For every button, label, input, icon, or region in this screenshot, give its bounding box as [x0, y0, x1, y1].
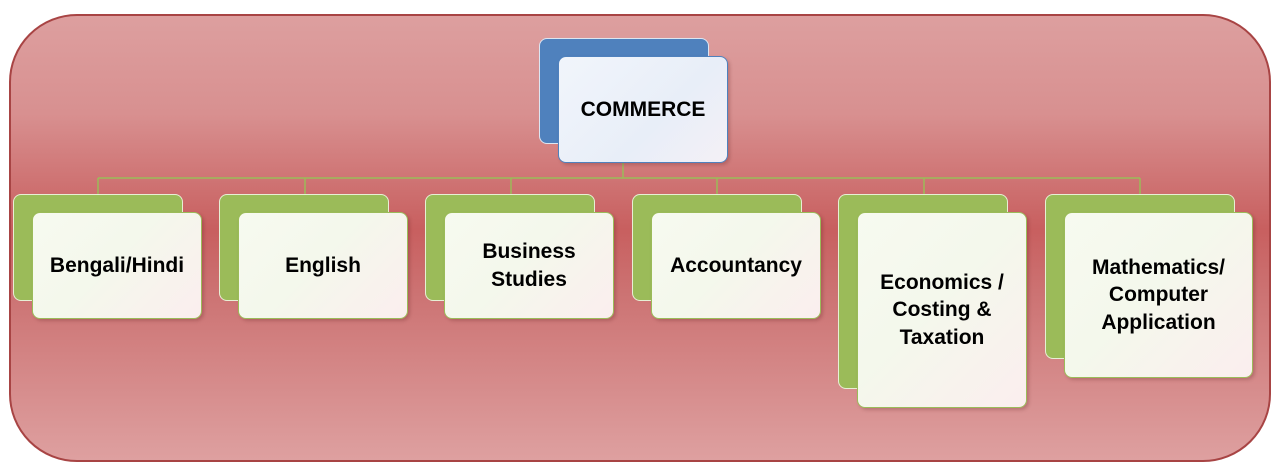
- child-node-5-label: Economics / Costing & Taxation: [880, 271, 1004, 349]
- child-node-1-label: Bengali/Hindi: [49, 253, 185, 277]
- root-node-commerce: COMMERCE: [558, 56, 728, 163]
- child-node-economics-costing-taxation: Economics / Costing & Taxation: [857, 212, 1027, 408]
- child-node-mathematics-computer-application: Mathematics/ Computer Application: [1064, 212, 1253, 378]
- root-node-label: COMMERCE: [580, 97, 706, 121]
- child-node-4-label: Accountancy: [670, 253, 802, 277]
- child-node-bengali-hindi: Bengali/Hindi: [32, 212, 202, 319]
- child-node-business-studies: Business Studies: [444, 212, 614, 319]
- child-node-2-label: English: [285, 253, 361, 277]
- child-node-6-label: Mathematics/ Computer Application: [1091, 256, 1226, 334]
- child-node-accountancy: Accountancy: [651, 212, 821, 319]
- child-node-3-label: Business Studies: [482, 240, 576, 291]
- child-node-english: English: [238, 212, 408, 319]
